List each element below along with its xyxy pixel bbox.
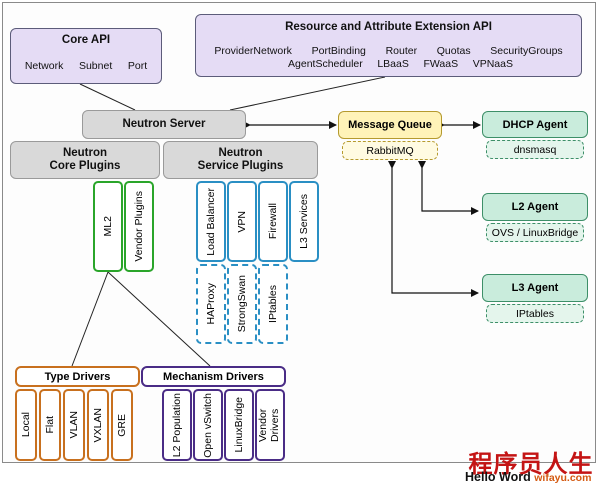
l3-services-label: L3 Services: [298, 194, 310, 249]
haproxy-label: HAProxy: [205, 283, 217, 325]
mq-l3-arrow: [388, 161, 479, 297]
strongswan-label: StrongSwan: [236, 275, 248, 333]
vendor-plugins-box: Vendor Plugins: [124, 181, 154, 272]
l3-agent-label: L3 Agent: [511, 282, 559, 294]
ovs-linuxbridge-label: OVS / LinuxBridge: [491, 226, 579, 239]
ext-lbaas: LBaaS: [377, 58, 409, 70]
neutron-server-box: Neutron Server: [82, 110, 246, 139]
ml2-mech-connector: [107, 271, 211, 367]
mech-driver-linuxbridge-label: LinuxBridge: [233, 397, 245, 453]
ml2-type-connector: [71, 271, 109, 367]
service-plugins-box: Neutron Service Plugins: [163, 141, 318, 179]
watermark-english: Hello Word wifayu.com: [465, 470, 591, 484]
mech-driver-vendor-drivers: Vendor Drivers: [255, 389, 285, 461]
dhcp-agent-box: DHCP Agent: [482, 111, 588, 138]
vpn-label: VPN: [236, 210, 248, 233]
ovs-linuxbridge-box: OVS / LinuxBridge: [486, 223, 584, 242]
extension-api-title: Resource and Attribute Extension API: [285, 21, 492, 33]
watermark-chinese: 程序员人生: [468, 449, 594, 478]
ext-agent-scheduler: AgentScheduler: [288, 58, 363, 70]
core-api-title: Core API: [61, 34, 111, 46]
ml2-plugin-box: ML2: [93, 181, 123, 272]
core-api-box: Core API Network Subnet Port: [10, 28, 162, 84]
mechanism-drivers-title: Mechanism Drivers: [163, 370, 264, 383]
service-plugins-line1: Neutron: [218, 147, 263, 159]
core-api-network: Network: [24, 60, 64, 72]
core-plugins-line2: Core Plugins: [49, 160, 121, 172]
l2-agent-label: L2 Agent: [511, 201, 559, 213]
strongswan-box: StrongSwan: [227, 264, 257, 344]
mech-driver-l2-population: L2 Population: [162, 389, 192, 461]
service-plugins-line2: Service Plugins: [197, 160, 284, 172]
extension-api-box: Resource and Attribute Extension API Pro…: [195, 14, 582, 77]
haproxy-box: HAProxy: [196, 264, 226, 344]
dnsmasq-label: dnsmasq: [513, 143, 557, 156]
ext-port-binding: PortBinding: [311, 45, 366, 57]
type-driver-local-label: Local: [20, 412, 32, 438]
l3-services-box: L3 Services: [289, 181, 319, 262]
mq-l2-arrow: [418, 161, 479, 215]
ext-provider-network: ProviderNetwork: [214, 45, 292, 57]
l2-agent-box: L2 Agent: [482, 193, 588, 221]
load-balancer-label: Load Balancer: [205, 187, 217, 256]
type-driver-gre-label: GRE: [116, 413, 128, 437]
core-api-connector: [79, 83, 136, 111]
mech-driver-open-vswitch-label: Open vSwitch: [202, 392, 214, 458]
type-driver-local: Local: [15, 389, 37, 461]
l3-agent-box: L3 Agent: [482, 274, 588, 302]
ext-fwaas: FWaaS: [423, 58, 459, 70]
mech-driver-linuxbridge: LinuxBridge: [224, 389, 254, 461]
mech-driver-l2-population-label: L2 Population: [171, 392, 183, 458]
watermark-hello-word: Hello Word: [465, 470, 531, 484]
ext-security-groups: SecurityGroups: [490, 45, 563, 57]
rabbitmq-box: RabbitMQ: [342, 141, 438, 160]
mech-driver-open-vswitch: Open vSwitch: [193, 389, 223, 461]
message-queue-label: Message Queue: [348, 119, 432, 131]
iptables-agent-box: IPtables: [486, 304, 584, 323]
type-driver-vxlan-label: VXLAN: [92, 407, 104, 443]
type-drivers-header: Type Drivers: [15, 366, 140, 387]
type-driver-flat-label: Flat: [44, 416, 56, 434]
watermark-site: wifayu.com: [534, 472, 592, 484]
load-balancer-box: Load Balancer: [196, 181, 226, 262]
extension-api-row1: ProviderNetwork PortBinding Router Quota…: [196, 45, 581, 57]
firewall-box: Firewall: [258, 181, 288, 262]
core-plugins-line1: Neutron: [62, 147, 108, 159]
dnsmasq-box: dnsmasq: [486, 140, 584, 159]
ext-vpnaas: VPNaaS: [472, 58, 513, 70]
core-api-items: Network Subnet Port: [11, 60, 161, 72]
dhcp-agent-label: DHCP Agent: [502, 118, 568, 131]
rabbitmq-label: RabbitMQ: [366, 144, 414, 157]
ext-api-connector: [229, 76, 386, 111]
iptables-service-label: IPtables: [267, 285, 279, 323]
neutron-server-label: Neutron Server: [122, 118, 206, 130]
ext-quotas: Quotas: [436, 45, 471, 57]
message-queue-box: Message Queue: [338, 111, 442, 139]
vendor-plugins-label: Vendor Plugins: [133, 191, 145, 262]
type-drivers-title: Type Drivers: [44, 370, 111, 383]
type-driver-vlan-label: VLAN: [68, 411, 80, 439]
mechanism-drivers-header: Mechanism Drivers: [141, 366, 286, 387]
mech-driver-vendor-drivers-label: Vendor Drivers: [257, 408, 281, 442]
iptables-agent-label: IPtables: [516, 307, 554, 320]
core-api-port: Port: [127, 60, 148, 72]
firewall-label: Firewall: [267, 203, 279, 240]
extension-api-row2: AgentScheduler LBaaS FWaaS VPNaaS: [196, 58, 581, 70]
core-api-subnet: Subnet: [78, 60, 113, 72]
type-driver-flat: Flat: [39, 389, 61, 461]
iptables-service-box: IPtables: [258, 264, 288, 344]
type-driver-gre: GRE: [111, 389, 133, 461]
vpn-box: VPN: [227, 181, 257, 262]
ext-router: Router: [385, 45, 418, 57]
ml2-label: ML2: [102, 216, 114, 237]
type-driver-vxlan: VXLAN: [87, 389, 109, 461]
core-plugins-box: Neutron Core Plugins: [10, 141, 160, 179]
type-driver-vlan: VLAN: [63, 389, 85, 461]
